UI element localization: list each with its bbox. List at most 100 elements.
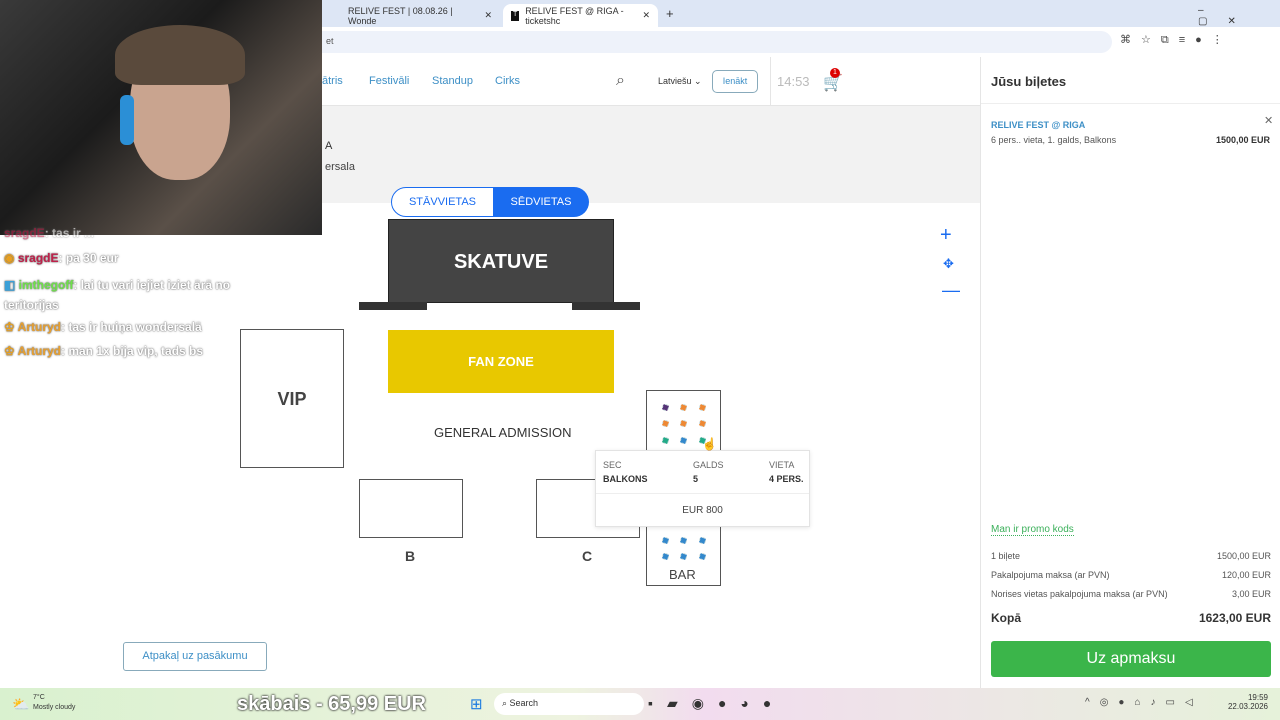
chat-line: ◉ sragdE: pa 30 eur [4,251,119,265]
taskbar: ⛅ 7°C Mostly cloudy skābais - 65,99 EUR … [0,688,1280,720]
chat-message: : tas ir huiņa wondersalā [61,320,202,334]
start-icon[interactable]: ⊞ [470,696,483,713]
chat-line: ♔ Arturyd: man 1x bija vip, tads bs [4,344,204,358]
taskbar-apps[interactable]: ▪▰◉●◕● [648,695,786,711]
fan-zone[interactable]: FAN ZONE [388,330,614,393]
browser-toolbar-icons[interactable]: ⌘☆⧉≡●⋮ [1120,34,1233,46]
login-button[interactable]: Ienākt [712,70,758,93]
event-title-fragment: A [325,140,333,152]
headphones-icon [120,95,134,145]
url-text: et [326,36,334,46]
weather-text: Mostly cloudy [33,704,76,711]
venue-name: ersala [325,161,355,173]
chat-message: : man 1x bija vip, tads bs [61,344,204,358]
row-value: 1500,00 EUR [1216,551,1271,561]
chat-message: : pa 30 eur [58,251,119,265]
total-label: Kopā [991,611,1021,625]
nav-festivali[interactable]: Festivāli [369,75,410,87]
tab-label: RELIVE FEST | 08.08.26 | Wonde [348,5,453,26]
row-label: 1 biļete [991,551,1021,561]
total-value: 1623,00 EUR [1198,611,1271,625]
seat-price: EUR 800 [596,493,809,516]
temperature: 7°C [33,694,45,701]
row-label: Pakalpojuma maksa (ar PVN) [991,570,1110,580]
nav-standup[interactable]: Standup [432,75,473,87]
nav-cirks[interactable]: Cirks [495,75,521,87]
summary-row: 1 biļete 1500,00 EUR [991,551,1271,570]
webcam-overlay [0,0,322,235]
sec-label: SEC [603,460,622,470]
cart-panel: Jūsu biļetes RELIVE FEST @ RIGA ✕ 6 pers… [980,57,1280,688]
tab-wondersala[interactable]: RELIVE FEST | 08.08.26 | Wonde ✕ [340,4,500,27]
zoom-in-button[interactable]: + [940,224,952,246]
total-row: Kopā 1623,00 EUR [991,611,1271,625]
chat-message: : tas ir ... [44,226,95,240]
section-b-label: B [405,548,416,564]
chat-user: Arturyd [17,320,61,334]
close-icon[interactable]: ✕ [484,10,492,20]
streamer-hair [115,25,245,85]
tab-standing[interactable]: STĀVVIETAS [391,187,494,217]
galds-label: GALDS [693,460,724,470]
ticket-event: RELIVE FEST @ RIGA [991,120,1086,130]
divider [981,103,1280,104]
chat-user: Arturyd [17,344,61,358]
ticket-price: 1500,00 EUR [1215,135,1270,145]
cart-title: Jūsu biļetes [991,74,1067,89]
back-to-event-button[interactable]: Atpakaļ uz pasākumu [123,642,267,671]
url-input[interactable]: et [322,31,1112,53]
summary-row: Pakalpojuma maksa (ar PVN) 120,00 EUR [991,570,1271,589]
window-controls[interactable]: –▢✕ [1198,5,1256,27]
row-value: 3,00 EUR [1231,589,1271,599]
general-admission-label: GENERAL ADMISSION [434,425,572,440]
ticket-description: 6 pers.. vieta, 1. galds, Balkons [991,135,1117,145]
time: 19:59 [1247,693,1268,702]
bar-label: BAR [669,567,696,582]
divider [770,57,771,106]
stage-wing-right [572,302,640,310]
chat-user: sragdE [4,226,45,240]
seat-tooltip: SEC BALKONS GALDS 5 VIETA 4 PERS. EUR 80… [595,450,810,527]
vieta-value: 4 PERS. [769,474,804,484]
taskbar-search[interactable]: ⌕ Search [494,693,644,715]
pointer-cursor-icon: ☝ [702,437,717,451]
new-tab-button[interactable]: + [666,6,674,21]
chat-message: : lai tu vari iejiet iziet ārā no terito… [4,278,231,312]
checkout-button[interactable]: Uz apmaksu [991,641,1271,677]
vip-zone[interactable]: VIP [240,329,344,468]
chat-line: ♔ Arturyd: tas ir huiņa wondersalā [4,320,202,334]
tab-ticketshop[interactable]: T RELIVE FEST @ RIGA - ticketshc ✕ [503,4,658,27]
close-icon[interactable]: ✕ [642,10,650,20]
tab-seated[interactable]: SĒDVIETAS [493,187,589,217]
tab-label: RELIVE FEST @ RIGA - ticketshc [525,5,624,26]
date: 22.03.2026 [1227,702,1268,711]
row-label: Norises vietas pakalpojuma maksa (ar PVN… [991,589,1168,599]
stage-wing-left [359,302,427,310]
chat-user: sragdE [17,251,59,265]
language-label: Latviešu [658,76,692,86]
galds-value: 5 [693,474,699,484]
summary-row: Norises vietas pakalpojuma maksa (ar PVN… [991,589,1271,608]
sec-value: BALKONS [603,474,648,484]
chat-line: ◧ imthegoff: lai tu vari iejiet iziet ār… [4,278,231,312]
section-b[interactable] [359,479,463,538]
stream-overlay-text: skābais - 65,99 EUR [237,693,426,715]
fit-view-button[interactable]: ✥ [943,256,954,271]
cart-badge: 1 [830,68,840,78]
nav-teatris[interactable]: ātris [322,75,343,87]
section-c-label: C [582,548,593,564]
vieta-label: VIETA [769,460,795,470]
favicon-icon: T [511,10,520,21]
stage: SKATUVE [388,219,614,303]
remove-ticket-icon[interactable]: ✕ [1264,115,1274,127]
zoom-out-button[interactable]: — [942,280,960,300]
cart-timer: 14:53 [777,74,810,89]
promo-code-link[interactable]: Man ir promo kods [991,524,1074,536]
cart-icon[interactable]: 🛒 [823,75,843,92]
language-select[interactable]: Latviešu ⌄ [658,76,702,86]
system-tray-icons[interactable]: ^◎●⌂♪▭◁ [1085,697,1203,708]
row-value: 120,00 EUR [1221,570,1271,580]
chat-user: imthegoff [18,278,74,292]
search-icon[interactable]: ⌕ [616,72,625,89]
